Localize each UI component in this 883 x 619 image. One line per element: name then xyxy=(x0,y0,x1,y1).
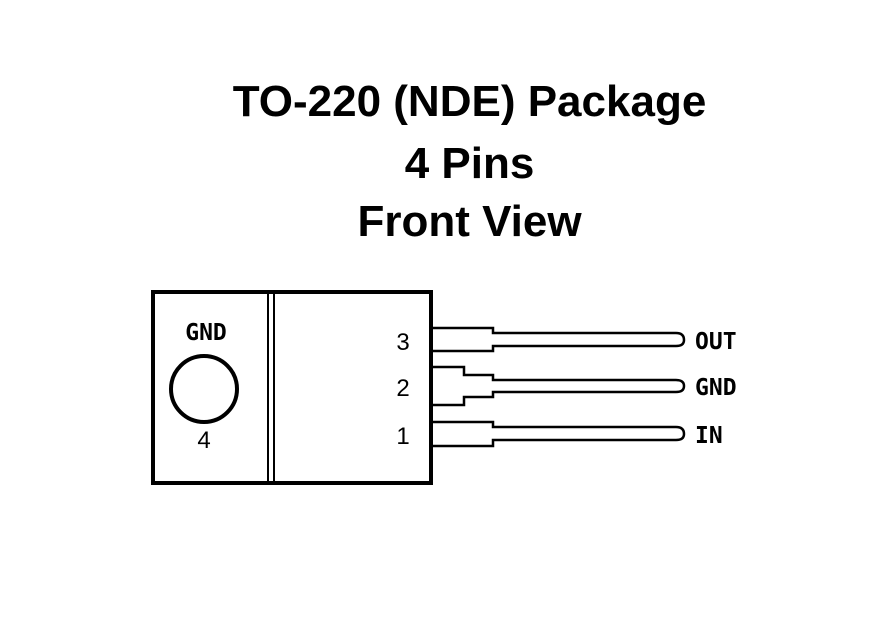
pin-3-lead xyxy=(431,326,686,353)
package-body xyxy=(151,290,433,485)
title-line-pin-count: 4 Pins xyxy=(404,139,535,188)
pin-number-3: 3 xyxy=(396,329,409,356)
pin-signal-out: OUT xyxy=(695,329,737,355)
pin-number-2: 2 xyxy=(396,375,409,402)
tab-pin-number: 4 xyxy=(197,427,210,454)
tab-label: GND xyxy=(185,320,227,346)
pin-1-lead xyxy=(431,420,686,448)
pin-signal-in: IN xyxy=(695,423,723,449)
mounting-hole xyxy=(169,354,239,424)
pin-number-1: 1 xyxy=(396,423,409,450)
title-line-package: TO-220 (NDE) Package xyxy=(232,77,707,126)
title-line-view: Front View xyxy=(357,197,582,246)
pin-signal-gnd: GND xyxy=(695,375,737,401)
pin-2-lead xyxy=(431,365,686,407)
